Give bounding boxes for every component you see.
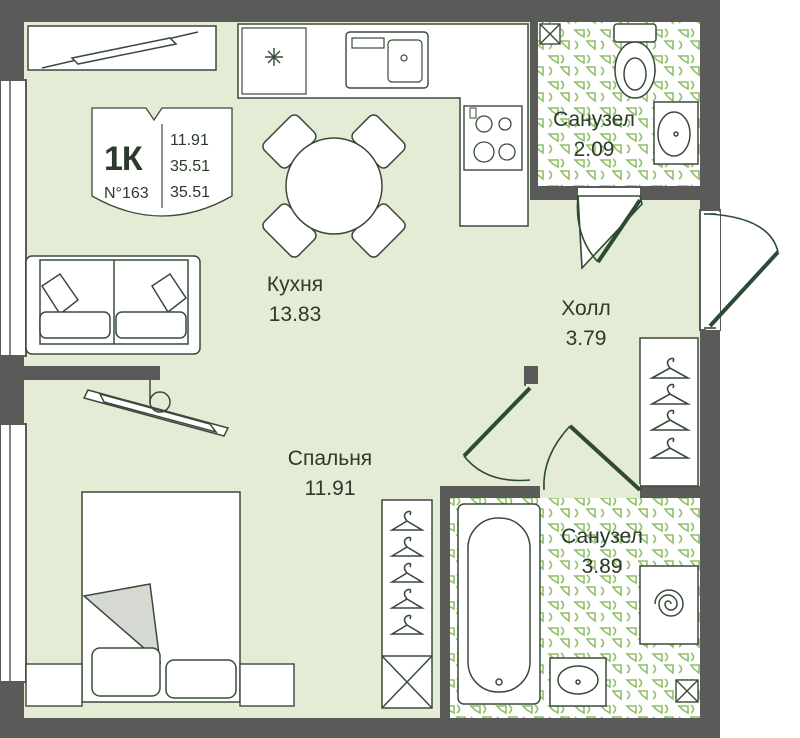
nightstand-right (239, 663, 295, 707)
hanger-icon (648, 357, 692, 459)
unit-areas: 11.91 35.51 35.51 (170, 128, 210, 206)
window-kitchen (0, 79, 27, 357)
room-label-bedroom: Спальня 11.91 (262, 444, 398, 504)
room-label-hall: Холл 3.79 (536, 294, 636, 354)
washbasin-small (653, 101, 699, 165)
door-bedroom (462, 384, 538, 484)
wall-bath-left (440, 498, 450, 718)
wall-bedroom-top (24, 366, 160, 380)
shower-tray (639, 565, 699, 645)
room-area: 11.91 (304, 477, 356, 500)
dining-set (262, 114, 406, 258)
wardrobe-bedroom (381, 499, 433, 709)
room-label-bathroom-small: Санузел 2.09 (532, 105, 656, 165)
sofa (25, 255, 201, 355)
wall-bath-hall-right (640, 186, 700, 200)
door-small-bath (576, 188, 643, 270)
snowflake-icon (265, 48, 283, 66)
hanger-icon (389, 510, 425, 635)
bathtub (457, 503, 541, 705)
sink (345, 31, 429, 89)
wall-bedroom-right (524, 366, 538, 386)
room-name: Холл (561, 297, 611, 320)
wall-kitchen-bath (530, 22, 538, 200)
room-label-bathroom-large: Санузел 3.89 (540, 522, 664, 582)
nightstand-left (25, 663, 83, 707)
room-area: 2.09 (573, 138, 615, 161)
room-area: 3.89 (581, 555, 623, 578)
corridor-floor (160, 366, 540, 380)
room-area: 13.83 (268, 303, 322, 326)
kitchen-counter (237, 23, 529, 227)
room-name: Кухня (266, 273, 324, 296)
unit-area-total: 35.51 (170, 158, 211, 175)
room-name: Санузел (561, 525, 643, 548)
door-entry (704, 212, 780, 330)
ac-unit-kitchen (27, 25, 217, 71)
ac-unit-bedroom (82, 380, 230, 437)
wall-bath-top-right (640, 486, 700, 498)
stove (463, 105, 523, 171)
room-label-kitchen: Кухня 13.83 (240, 270, 350, 330)
room-area: 3.79 (565, 327, 607, 350)
wall-bath-top (440, 486, 540, 498)
unit-area-full: 35.51 (170, 184, 211, 201)
unit-type: 1К (104, 140, 143, 178)
room-name: Санузел (553, 108, 635, 131)
bed (81, 491, 241, 703)
door-large-bath (540, 424, 642, 498)
window-bedroom (0, 423, 27, 683)
washbasin-large (549, 657, 607, 707)
unit-area-living: 11.91 (170, 132, 209, 149)
wall-bath-hall (538, 186, 578, 200)
toilet (613, 23, 657, 99)
unit-number: N°163 (104, 185, 149, 202)
room-name: Спальня (287, 447, 373, 470)
